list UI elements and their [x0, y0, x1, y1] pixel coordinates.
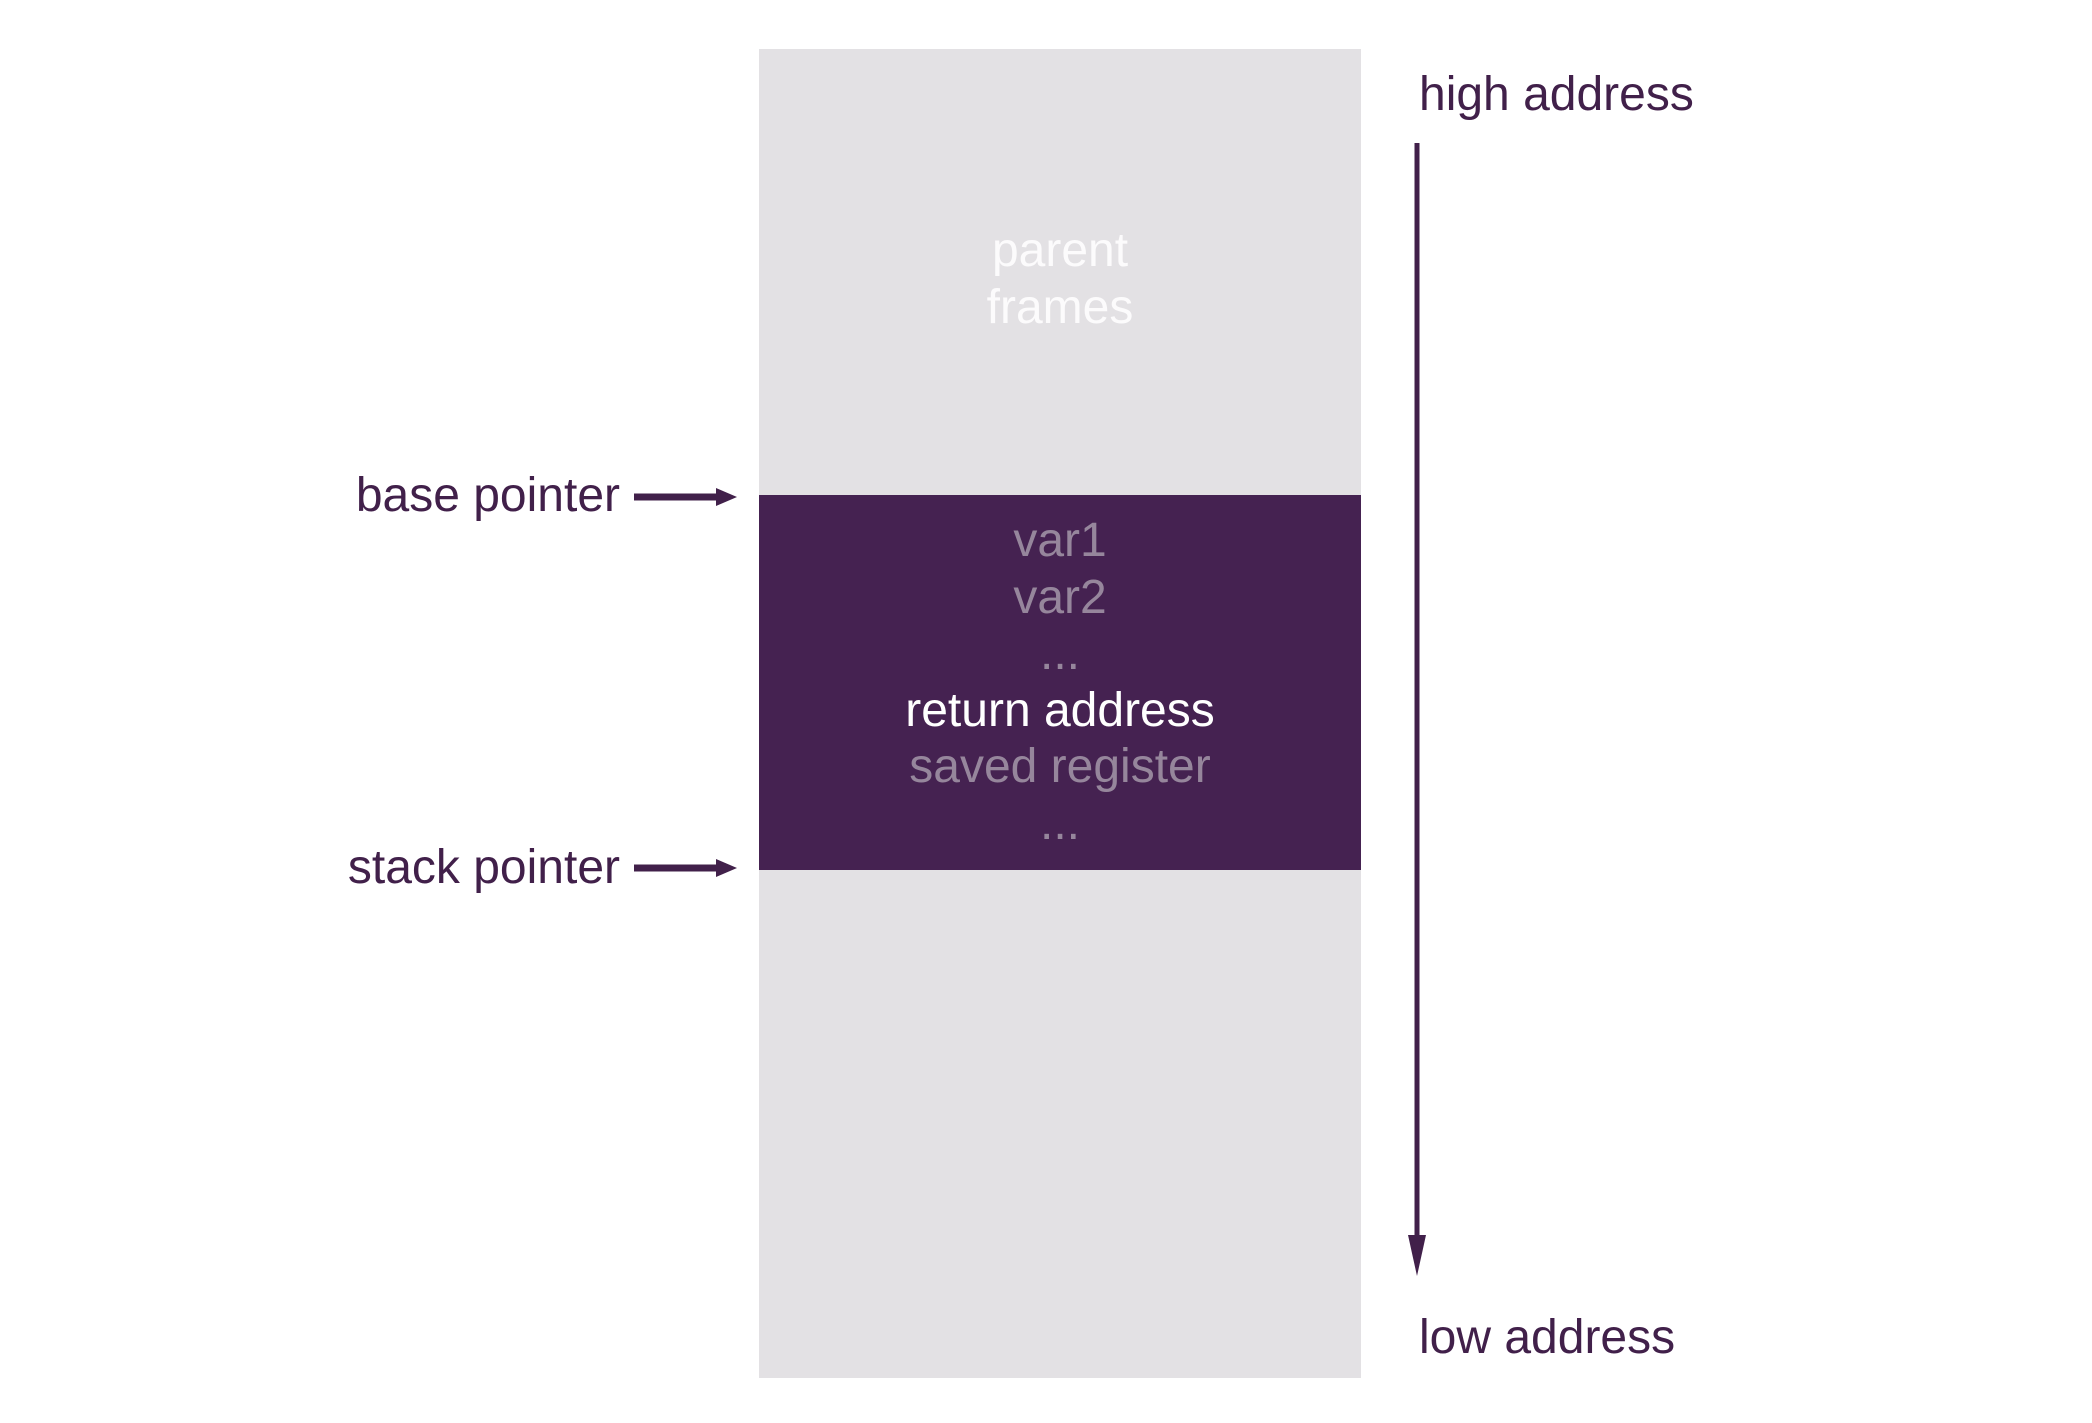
parent-frames-label: parent frames	[759, 223, 1361, 336]
frame-entry-var1: var1	[1013, 514, 1107, 567]
parent-frames-line-2: frames	[986, 280, 1134, 334]
arrow-right-icon	[634, 488, 737, 506]
arrow-down-icon	[1408, 143, 1426, 1276]
arrow-right-icon	[634, 859, 737, 877]
frame-entry-ellipsis-top: ...	[1039, 627, 1080, 680]
stack-frame-box: var1 var2 ... return address saved regis…	[759, 495, 1361, 870]
base-pointer-label: base pointer	[355, 469, 620, 522]
stack-pointer-label: stack pointer	[347, 841, 620, 894]
frame-entry-saved-register: saved register	[909, 740, 1211, 793]
frame-entry-var2: var2	[1013, 570, 1107, 624]
frame-entry-ellipsis-bottom: ...	[1039, 796, 1080, 850]
frame-entry-return-address: return address	[905, 683, 1215, 737]
high-address-label: high address	[1419, 68, 1694, 121]
low-address-label: low address	[1419, 1311, 1676, 1364]
parent-frames-line-1: parent	[991, 224, 1129, 277]
